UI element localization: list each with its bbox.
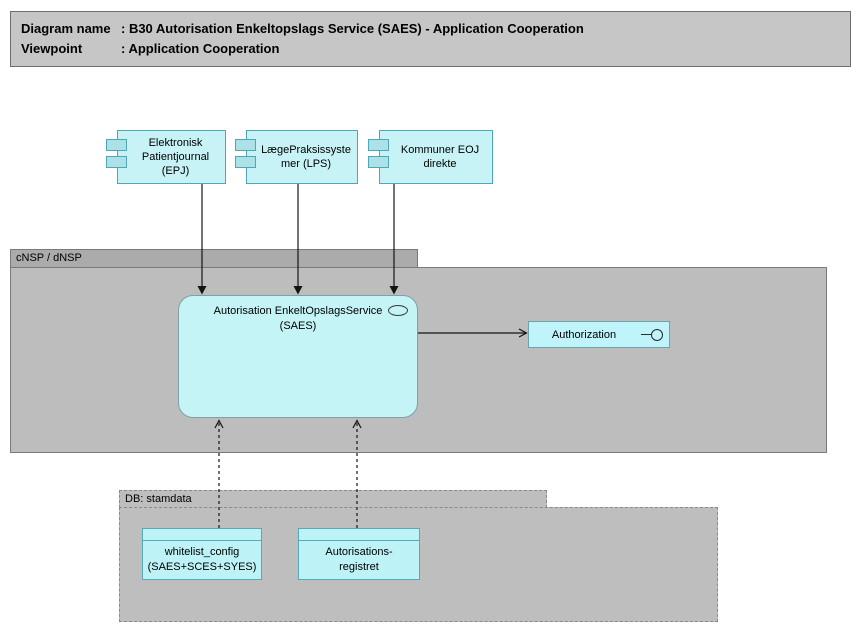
component-port-icon [106, 156, 127, 168]
db-stamdata-container-tab[interactable]: DB: stamdata [119, 490, 547, 508]
interface-authorization[interactable]: Authorization [528, 321, 670, 348]
component-eoj[interactable]: Kommuner EOJ direkte [368, 130, 493, 184]
application-service-icon [388, 305, 408, 316]
component-port-icon [235, 139, 256, 151]
data-object-autorisationsregistret-label: Autorisations- registret [325, 546, 393, 573]
viewpoint-row: Viewpoint : Application Cooperation [21, 39, 850, 59]
data-object-header [299, 529, 419, 541]
interface-lollipop-icon [641, 328, 663, 341]
service-saes[interactable]: Autorisation EnkeltOpslagsService (SAES) [178, 295, 418, 418]
cnsp-container-body[interactable] [10, 267, 827, 453]
viewpoint-value: : Application Cooperation [121, 41, 280, 56]
diagram-name-value: : B30 Autorisation Enkeltopslags Service… [121, 21, 584, 36]
component-epj[interactable]: Elektronisk Patientjournal (EPJ) [106, 130, 226, 184]
component-lps[interactable]: LægePraksissyste mer (LPS) [235, 130, 358, 184]
service-saes-label: Autorisation EnkeltOpslagsService (SAES) [213, 305, 383, 332]
component-eoj-label: Kommuner EOJ direkte [400, 144, 480, 170]
diagram-title-box: Diagram name : B30 Autorisation Enkeltops… [10, 11, 851, 67]
diagram-name-label: Diagram name [21, 21, 111, 36]
viewpoint-label: Viewpoint [21, 41, 83, 56]
data-object-header [143, 529, 261, 541]
data-object-whitelist-config[interactable]: whitelist_config (SAES+SCES+SYES) [142, 528, 262, 580]
component-port-icon [235, 156, 256, 168]
cnsp-container-tab[interactable]: cNSP / dNSP [10, 249, 418, 268]
cnsp-container-label: cNSP / dNSP [16, 252, 82, 264]
component-port-icon [368, 139, 389, 151]
data-object-autorisationsregistret[interactable]: Autorisations- registret [298, 528, 420, 580]
component-port-icon [106, 139, 127, 151]
interface-authorization-label: Authorization [551, 328, 617, 341]
data-object-whitelist-label: whitelist_config (SAES+SCES+SYES) [147, 546, 257, 573]
diagram-name-row: Diagram name : B30 Autorisation Enkeltops… [21, 19, 850, 39]
db-stamdata-container-label: DB: stamdata [125, 493, 192, 505]
component-port-icon [368, 156, 389, 168]
component-epj-label: Elektronisk Patientjournal (EPJ) [141, 137, 210, 177]
component-lps-label: LægePraksissyste mer (LPS) [261, 144, 351, 170]
